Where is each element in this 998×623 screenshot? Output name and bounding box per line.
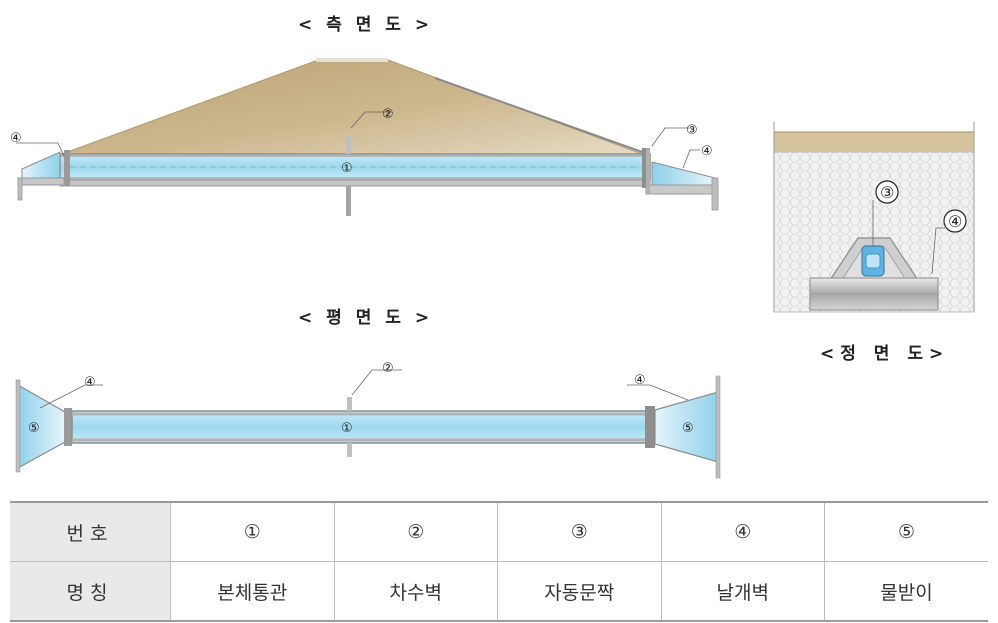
right-apron [651,161,716,187]
left-wing-wall [21,151,61,181]
legend-name-4: 날개벽 [660,561,825,622]
slope-protection [434,77,646,154]
legend-number-4: ④ [660,501,825,562]
plan-marker-4-left: ④ [84,375,96,390]
side-marker-1: ① [341,161,353,176]
legend-name-1: 본체통관 [170,561,334,622]
legend-number-3: ③ [497,501,661,562]
legend-number-1: ① [170,501,334,562]
side-marker-4-right: ④ [701,144,713,159]
drawing-canvas: ④ ② ① ③ ④ ③ ④ [10,58,975,479]
front-marker-4: ④ [948,212,962,231]
legend-number-5: ⑤ [824,501,988,562]
legend-name-2: 차수벽 [333,561,498,622]
plan-marker-5-left: ⑤ [28,421,40,436]
left-collar [64,150,70,186]
plan-marker-1: ① [341,421,353,436]
plan-main-pipe [71,410,648,444]
front-marker-3-circle [875,180,899,204]
legend-number-2: ② [333,501,498,562]
side-marker-4-left: ④ [10,131,22,146]
legend-header-name: 명칭 [10,561,171,622]
component-legend-table: 번호 ① ② ③ ④ ⑤ 명칭 본체통관 차수벽 자동문짝 날개벽 물받이 [10,501,988,622]
embankment [61,59,646,156]
side-view-drawing: ④ ② ① ③ ④ [10,58,719,216]
plan-left-funnel [17,383,66,470]
plan-marker-4-right: ④ [634,373,646,388]
side-marker-3: ③ [686,123,698,138]
front-marker-4-circle [943,209,967,233]
legend-name-5: 물받이 [824,561,988,622]
plan-marker-2: ② [382,361,394,376]
crest-surface [316,58,388,62]
front-view-drawing: ③ ④ [773,122,975,313]
legend-header-number: 번호 [10,501,171,562]
plan-marker-5-right: ⑤ [682,421,694,436]
legend-name-3: 자동문짝 [497,561,661,622]
plan-view-drawing: ④ ② ① ④ ⑤ ⑤ [15,361,721,479]
front-embankment-top [774,132,974,152]
side-marker-2: ② [382,107,394,122]
plan-cutoff-wall-bottom [347,443,352,457]
side-view-title: < 측 면 도 > [298,15,434,35]
front-marker-3: ③ [880,183,894,202]
front-view-title: <정 면 도> [820,344,950,364]
legend-number-row: 번호 ① ② ③ ④ ⑤ [10,501,988,562]
plan-view-title: < 평 면 도 > [298,308,434,328]
plan-cutoff-wall-top [347,397,352,411]
cutoff-wall-lower [346,186,351,216]
cutoff-wall-upper [346,136,351,154]
legend-name-row: 명칭 본체통관 차수벽 자동문짝 날개벽 물받이 [10,561,988,622]
